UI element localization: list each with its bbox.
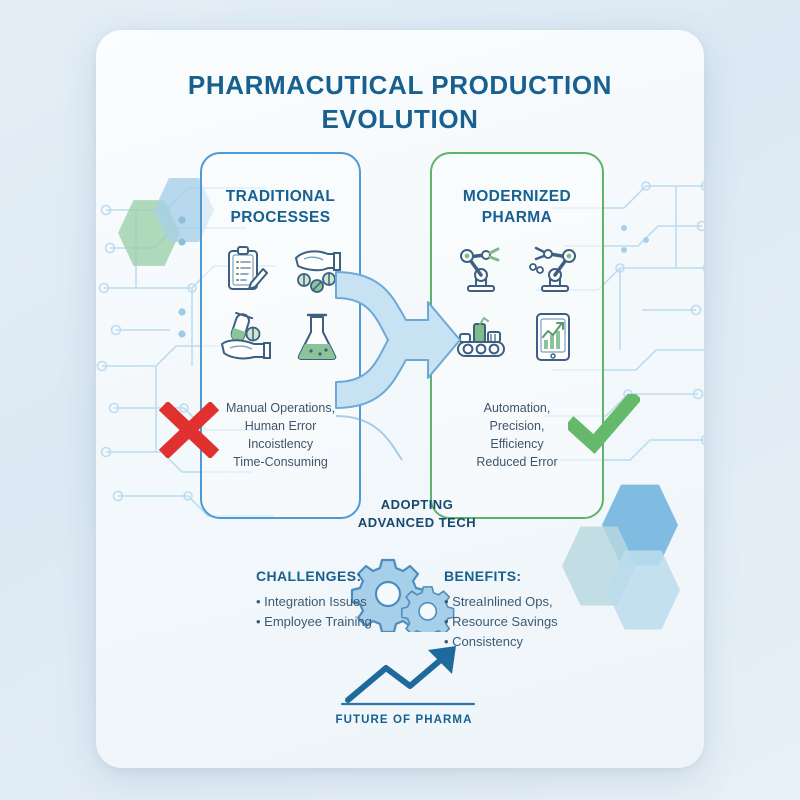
list-item: • StreaInlined Ops, (444, 594, 553, 609)
panel-left-title-line1: TRADITIONAL (225, 188, 336, 205)
benefits-block: BENEFITS: • StreaInlined Ops, • Resource… (444, 568, 604, 652)
benefits-item-1: StreaInlined Ops, (452, 594, 553, 609)
hexagon-blue-right-mid (606, 550, 680, 630)
hand-dispensing-pills-icon (286, 238, 348, 300)
poster-card: PHARMACUTICAL PRODUCTION EVOLUTION TRADI… (96, 30, 704, 768)
growth-trend-arrow-icon (340, 646, 476, 706)
page-title-line2: EVOLUTION (321, 104, 479, 134)
panel-right-title-line2: PHARMA (481, 209, 553, 226)
benefits-item-3: Consistency (452, 634, 523, 649)
panel-modernized-pharma[interactable]: MODERNIZED PHARMA (430, 152, 604, 519)
hexagon-blue-right-top (602, 484, 678, 566)
panel-left-body: Manual Operations, Human Error Incoistle… (202, 399, 359, 471)
left-body-line-4: Time-Consuming (233, 455, 328, 469)
challenges-block: CHALLENGES: • Integration Issues • Emplo… (256, 568, 406, 632)
panel-right-title-line1: MODERNIZED (462, 188, 572, 205)
gears-icon (350, 558, 455, 632)
right-body-line-4: Reduced Error (476, 455, 558, 469)
right-body-line-2: Precision, (489, 419, 545, 433)
right-panel-icon-grid (450, 238, 584, 368)
green-check-mark (568, 394, 640, 454)
merge-right-arrow (335, 271, 461, 461)
right-body-line-1: Automation, (483, 401, 551, 415)
future-of-pharma-label: FUTURE OF PHARMA (335, 714, 473, 726)
conveyor-belt-icon (450, 306, 512, 368)
list-item: • Consistency (444, 634, 523, 649)
page-title-line1: PHARMACUTICAL PRODUCTION (187, 70, 613, 100)
dots-decor-center (621, 225, 649, 253)
adopting-line2: ADVANCED TECH (357, 515, 477, 530)
challenges-item-2: Employee Training (264, 614, 372, 629)
panel-left-title: TRADITIONAL PROCESSES (202, 186, 359, 228)
list-item: • Resource Savings (444, 614, 558, 629)
hand-test-tube-icon (214, 306, 276, 368)
left-body-line-3: Incoistlency (247, 437, 314, 451)
adopting-advanced-tech-label: ADOPTING ADVANCED TECH (334, 496, 500, 532)
red-x-mark (158, 402, 220, 458)
panel-right-body: Automation, Precision, Efficiency Reduce… (432, 399, 602, 471)
robotic-arm-left-icon (450, 238, 512, 300)
right-body-line-3: Efficiency (490, 437, 544, 451)
benefits-heading: BENEFITS: (444, 568, 522, 584)
panel-traditional-processes[interactable]: TRADITIONAL PROCESSES (200, 152, 361, 519)
list-item: • Employee Training (256, 614, 372, 629)
challenges-item-1: Integration Issues (264, 594, 367, 609)
erlenmeyer-flask-icon (286, 306, 348, 368)
list-item: • Integration Issues (256, 594, 367, 609)
left-body-line-2: Human Error (244, 419, 317, 433)
adopting-line1: ADOPTING (380, 497, 454, 512)
panel-right-title: MODERNIZED PHARMA (432, 186, 602, 228)
hexagon-dots-decor (178, 216, 186, 338)
robotic-arm-right-icon (522, 238, 584, 300)
page-title: PHARMACUTICAL PRODUCTION EVOLUTION (96, 68, 704, 136)
left-body-line-1: Manual Operations, (225, 401, 336, 415)
hexagon-green-upper-left (118, 200, 180, 266)
tablet-analytics-chart-icon (522, 306, 584, 368)
panel-left-title-line2: PROCESSES (230, 209, 331, 226)
challenges-heading: CHALLENGES: (256, 568, 362, 584)
benefits-item-2: Resource Savings (452, 614, 558, 629)
clipboard-checklist-pen-icon (214, 238, 276, 300)
left-panel-icon-grid (214, 238, 348, 368)
